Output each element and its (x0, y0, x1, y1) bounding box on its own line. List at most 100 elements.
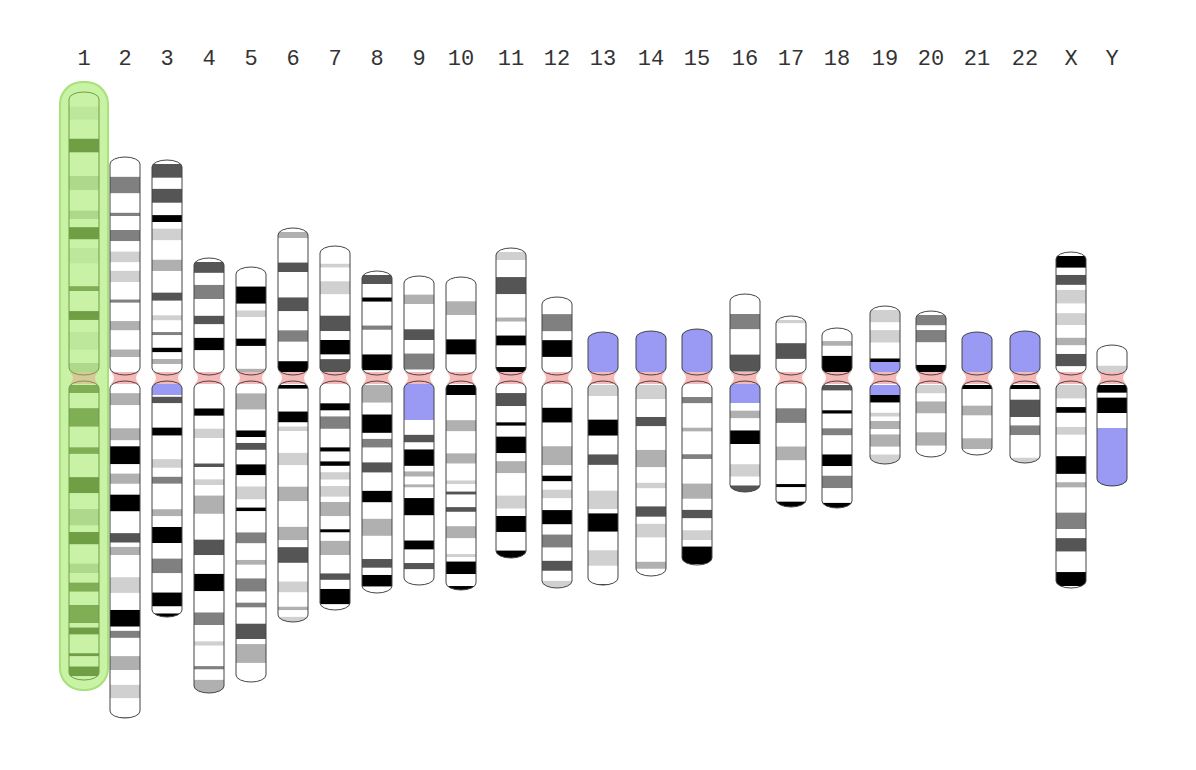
chromosome-body (69, 92, 99, 680)
chromosome-number: 22 (1012, 47, 1038, 73)
chromosome-ideogram (776, 316, 806, 507)
chromosome-band (152, 559, 182, 574)
chromosome-band (152, 301, 182, 316)
chromosome-outline (636, 381, 666, 576)
chromosome-band (636, 450, 666, 467)
chromosome-band (194, 273, 224, 285)
chromosome-band (870, 403, 900, 413)
chromosome-band (404, 340, 434, 353)
chromosome-band (194, 316, 224, 325)
chromosome-band (1056, 456, 1086, 474)
chromosome-band (870, 343, 900, 359)
chromosome-band (682, 459, 712, 484)
chromosome-band (236, 310, 266, 317)
chromosome-band (236, 608, 266, 624)
chromosome-band (1056, 427, 1086, 435)
chromosome-band (362, 354, 392, 370)
chromosome-band (110, 533, 140, 543)
chromosome-band (870, 310, 900, 322)
chromosome-band (320, 461, 350, 465)
chromosome-outline (152, 160, 182, 375)
chromosome-band (320, 331, 350, 340)
chromosome-band (69, 573, 99, 583)
chromosome-band (278, 610, 308, 617)
chromosome-band (542, 301, 572, 314)
chromosome-band (110, 303, 140, 321)
chromosome-band (404, 488, 434, 499)
chromosome-band (69, 623, 99, 628)
chromosome-band (542, 498, 572, 510)
chromosome-band (496, 393, 526, 406)
chromosome-band (194, 416, 224, 429)
chromosome-band (404, 541, 434, 550)
chromosome-band (69, 526, 99, 532)
chromosome-band (194, 385, 224, 408)
heterochromatin-band (962, 332, 992, 374)
chromosome-band (110, 321, 140, 330)
chromosome-band (822, 346, 852, 356)
chromosome-ideogram (110, 157, 140, 718)
chromosome-band (110, 446, 140, 464)
chromosome-band (110, 230, 140, 241)
chromosome-band (730, 411, 760, 419)
chromosome-band (194, 408, 224, 415)
chromosome-band (236, 592, 266, 603)
chromosome-band (152, 397, 182, 403)
chromosome-outline (542, 297, 572, 375)
chromosome-band (362, 587, 392, 593)
chromosome-band (320, 355, 350, 360)
chromosome-band (320, 294, 350, 315)
chromosome-body (194, 258, 224, 693)
chromosome-band (69, 211, 99, 219)
chromosome-body (682, 329, 712, 565)
chromosome-band (446, 339, 476, 354)
chromosome-band (362, 284, 392, 297)
chromosome-outline (542, 381, 572, 588)
chromosome-number: 9 (412, 47, 425, 73)
chromosome-band (404, 443, 434, 450)
band-group (110, 157, 140, 718)
chromosome-band (730, 444, 760, 464)
chromosome-band (320, 573, 350, 579)
chromosome-band (194, 299, 224, 316)
chromosome-band (110, 193, 140, 212)
chromosome-outline (962, 381, 992, 455)
chromosome-band (1056, 268, 1086, 275)
chromosome-band (1056, 552, 1086, 572)
chromosome-band (110, 393, 140, 405)
chromosome-band (362, 302, 392, 326)
chromosome-band (776, 487, 806, 501)
chromosome-body (152, 160, 182, 617)
chromosome-band (496, 461, 526, 473)
chromosome-band (682, 397, 712, 403)
chromosome-band (404, 304, 434, 329)
chromosome-band (320, 497, 350, 502)
chromosome-band (69, 592, 99, 605)
chromosome-band (636, 488, 666, 506)
chromosome-band (496, 346, 526, 367)
chromosome-band (320, 516, 350, 529)
chromosome-band (1056, 538, 1086, 552)
chromosome-outline (362, 271, 392, 375)
chromosome-band (776, 385, 806, 408)
band-group (1010, 331, 1040, 463)
chromosome-band (320, 580, 350, 589)
chromosome-band (446, 464, 476, 481)
chromosome-band (362, 568, 392, 575)
chromosome-outline (916, 311, 946, 375)
chromosome-band (278, 342, 308, 361)
chromosome-band (1056, 385, 1086, 399)
chromosome-band (152, 385, 182, 397)
chromosome-band (730, 485, 760, 492)
chromosome-band (236, 443, 266, 450)
chromosome-band (496, 516, 526, 532)
chromosome-band (152, 543, 182, 559)
chromosome-band (110, 262, 140, 270)
band-group (870, 306, 900, 464)
chromosome-band (236, 464, 266, 475)
chromosome-band (1097, 349, 1127, 366)
chromosome-band (870, 429, 900, 434)
chromosome-band (69, 239, 99, 248)
chromosome-band (320, 385, 350, 403)
